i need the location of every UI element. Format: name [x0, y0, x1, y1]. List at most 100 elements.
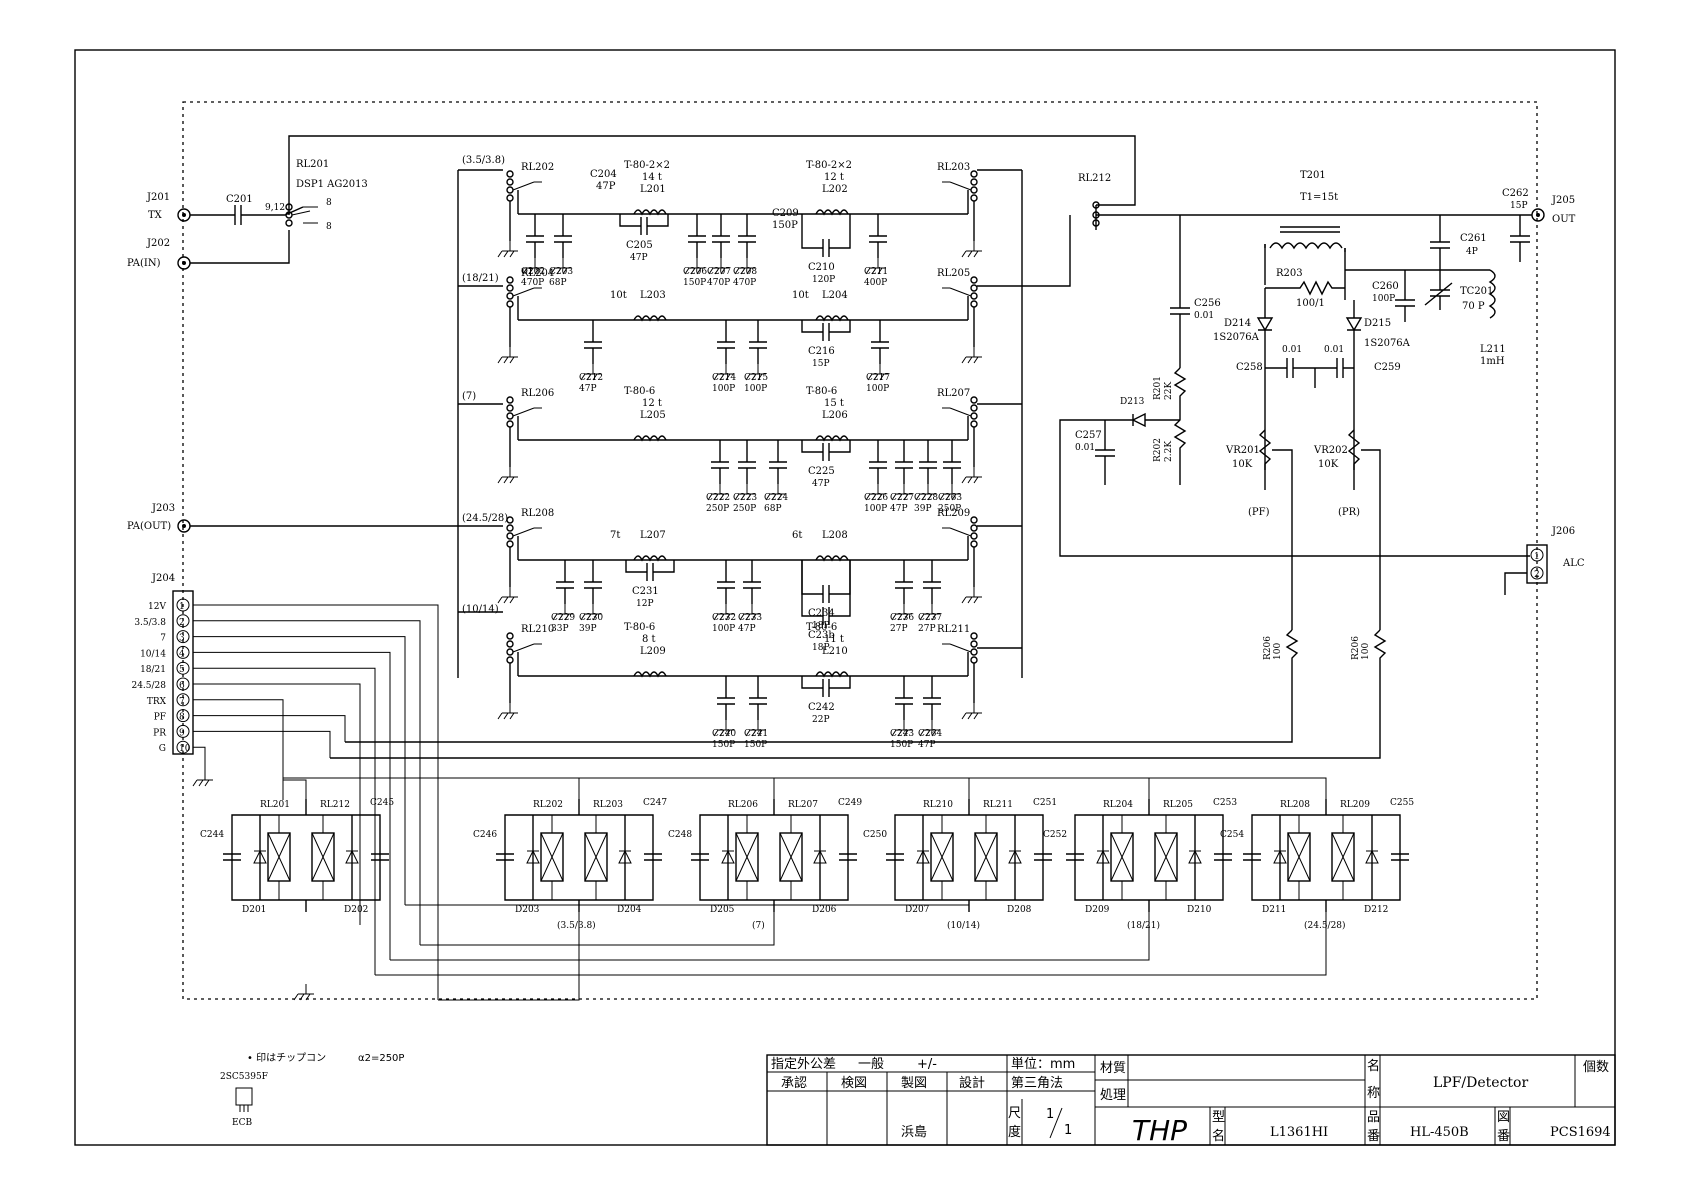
relay-label: RL211	[983, 800, 1013, 810]
capacitor-label: C204	[590, 169, 617, 180]
pin-label: 18/21	[140, 665, 166, 675]
inductor-turns: 10t	[610, 290, 627, 301]
capacitor-value: 150P	[772, 220, 798, 231]
pin-number: 4	[179, 649, 185, 659]
capacitor-label: C251	[1033, 798, 1057, 808]
pin-label: G	[159, 744, 166, 754]
relay-rl211	[942, 632, 982, 720]
d214-label: D214	[1224, 318, 1251, 329]
svg-text:指定外公差: 指定外公差	[771, 1057, 836, 1072]
capacitor-c226	[865, 440, 887, 501]
ground-symbol	[497, 587, 518, 604]
diode-label: D207	[905, 905, 930, 915]
ground-symbol	[713, 364, 734, 381]
capacitor-label: C249	[838, 798, 862, 808]
band-label: (24.5/28)	[462, 513, 508, 524]
relay-label: RL203	[593, 800, 623, 810]
relay-label: RL205	[937, 268, 970, 279]
svg-text:設計: 設計	[959, 1075, 985, 1091]
capacitor-label: C211	[864, 267, 888, 277]
pin-label: 24.5/28	[131, 681, 166, 691]
capacitor-value: 47P	[918, 740, 936, 750]
capacitor-value: 100P	[864, 504, 887, 514]
pin-number: 2	[179, 618, 185, 628]
ground-symbol	[961, 467, 982, 484]
pin-number: 6	[179, 681, 185, 691]
capacitor-label: C222	[706, 493, 730, 503]
inductor-l210	[815, 671, 849, 678]
capacitor-value: 400P	[864, 278, 887, 288]
capacitor-c216	[801, 320, 851, 341]
relay-label: RL211	[937, 624, 970, 635]
r201-value: 22K	[1164, 382, 1174, 400]
relay-label: RL209	[1340, 800, 1370, 810]
svg-text:2SC5395F: 2SC5395F	[220, 1072, 268, 1082]
capacitor-c206	[684, 214, 706, 275]
c258-label: C258	[1236, 362, 1263, 373]
l211-value: 1mH	[1480, 356, 1505, 367]
inductor-l205	[633, 435, 667, 442]
inductor-label: L206	[822, 410, 848, 421]
rl212-label: RL212	[1078, 173, 1111, 184]
svg-text:図: 図	[1497, 1110, 1510, 1125]
capacitor-value: 15P	[812, 359, 830, 369]
r205-value: 100	[1273, 643, 1283, 660]
capacitor-label: C233	[738, 613, 762, 623]
svg-text:個数: 個数	[1583, 1060, 1609, 1075]
j204-connector: J204 112V23.5/3.837410/14518/21624.5/287…	[131, 573, 439, 1000]
capacitor-c241	[745, 676, 767, 737]
inductor-l204	[815, 315, 849, 322]
ground-symbol	[497, 467, 518, 484]
capacitor-label: C242	[808, 702, 835, 713]
capacitor-c229	[552, 560, 574, 621]
svg-text:J203: J203	[151, 503, 175, 514]
capacitor-label: C224	[764, 493, 788, 503]
j204-pin-5: 518/21	[140, 661, 376, 975]
capacitor-label: C227	[890, 493, 914, 503]
capacitor-label: C23b	[808, 630, 835, 641]
capacitor-value: 150P	[683, 278, 706, 288]
relay-label: RL210	[521, 624, 554, 635]
j204-pin-3: 37	[160, 630, 406, 905]
relay-rl209	[942, 516, 982, 604]
pin-number: 1	[179, 602, 185, 612]
capacitor-c232	[713, 560, 735, 621]
inductor-turns: 12 t	[642, 398, 662, 409]
pin-label: 10/14	[140, 649, 166, 659]
inductor-label: L203	[640, 290, 666, 301]
capacitor-value: 27P	[890, 624, 908, 634]
capacitor-c217	[867, 320, 889, 381]
vr201-label: VR201	[1225, 445, 1260, 456]
capacitor-label: C223	[733, 493, 757, 503]
tc201-label: TC201	[1460, 286, 1493, 297]
inductor-l209	[633, 671, 667, 678]
diode-label: D206	[812, 905, 837, 915]
inductor-l208	[815, 555, 849, 562]
capacitor-value: 47P	[596, 181, 616, 192]
relay-label: RL207	[788, 800, 818, 810]
inductor-turns: 15 t	[824, 398, 844, 409]
capacitor-value: 12P	[636, 599, 654, 609]
capacitor-label: C264	[918, 729, 942, 739]
capacitor-value: 100P	[712, 384, 735, 394]
c257-label: C257	[1075, 430, 1102, 441]
capacitor-label: C248	[668, 830, 692, 840]
capacitor-label: C237	[918, 613, 942, 623]
diode-label: D211	[1262, 905, 1286, 915]
svg-text:称: 称	[1367, 1086, 1380, 1101]
relay-label: RL202	[521, 162, 554, 173]
capacitor-label: C225	[808, 466, 835, 477]
ground-symbol	[891, 720, 912, 737]
capacitor-label: C255	[1390, 798, 1414, 808]
ground-symbol	[552, 604, 573, 621]
capacitor-label: C216	[808, 346, 835, 357]
ground-symbol	[919, 720, 940, 737]
relay-rl207	[942, 396, 982, 484]
